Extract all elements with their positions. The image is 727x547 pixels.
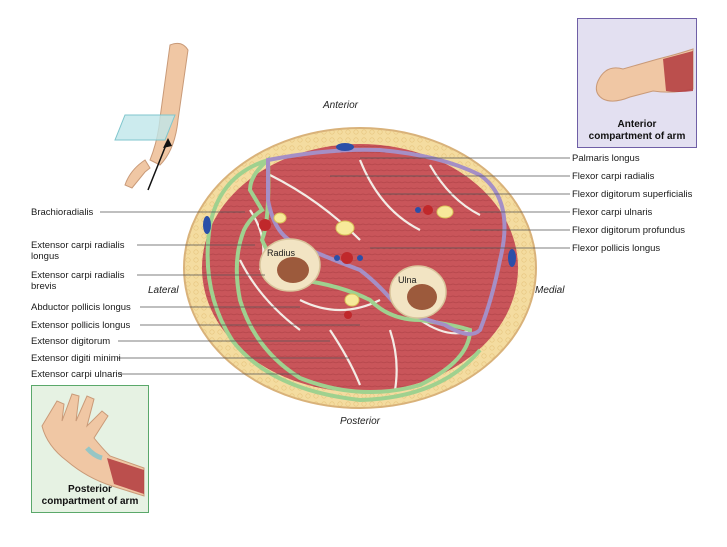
anterior-compartment-panel: Anterior compartment of arm [577, 18, 697, 148]
posterior-compartment-panel: Posterior compartment of arm [31, 385, 149, 513]
label-extensor-carpi-ulnaris: Extensor carpi ulnaris [31, 369, 123, 380]
label-extensor-digiti-minimi: Extensor digiti minimi [31, 353, 121, 364]
label-extensor-pollicis-longus: Extensor pollicis longus [31, 320, 131, 331]
leader-lines-right [330, 157, 570, 249]
posterior-panel-title-1: Posterior [68, 484, 112, 495]
label-flexor-digitorum-superficialis: Flexor digitorum superficialis [572, 189, 693, 200]
anterior-panel-title-1: Anterior [617, 119, 657, 130]
nerves [273, 205, 454, 307]
anterior-panel-title-2: compartment of arm [588, 131, 686, 142]
ulna-bone [389, 265, 447, 319]
anterior-fascia [266, 147, 507, 336]
label-medial: Medial [535, 285, 565, 296]
label-brachioradialis: Brachioradialis [31, 207, 94, 218]
label-flexor-pollicis-longus: Flexor pollicis longus [572, 243, 661, 254]
label-lateral: Lateral [148, 285, 179, 296]
label-extensor-digitorum: Extensor digitorum [31, 336, 111, 347]
posterior-panel-title-2: compartment of arm [41, 496, 139, 507]
flexed-wrist-icon [595, 48, 694, 102]
leader-lines-left [100, 211, 360, 375]
label-anterior: Anterior [323, 100, 359, 111]
label-palmaris-longus: Palmaris longus [572, 153, 640, 164]
label-ulna: Ulna [398, 275, 417, 285]
arm-orientation-icon [114, 42, 189, 191]
label-abductor-pollicis-longus: Abductor pollicis longus [31, 302, 131, 313]
label-flexor-carpi-ulnaris: Flexor carpi ulnaris [572, 207, 653, 218]
posterior-fascia-outer [205, 158, 482, 403]
label-extensor-carpi-radialis-brevis: Extensor carpi radialis brevis [31, 270, 125, 292]
label-radius: Radius [267, 248, 296, 258]
radius-bone [259, 238, 321, 292]
blood-vessels [203, 143, 516, 319]
extended-hand-icon [41, 393, 145, 497]
label-extensor-carpi-radialis-longus: Extensor carpi radialis longus [31, 240, 125, 262]
label-posterior: Posterior [340, 416, 381, 427]
label-flexor-carpi-radialis: Flexor carpi radialis [572, 171, 655, 182]
label-flexor-digitorum-profundus: Flexor digitorum profundus [572, 225, 685, 236]
